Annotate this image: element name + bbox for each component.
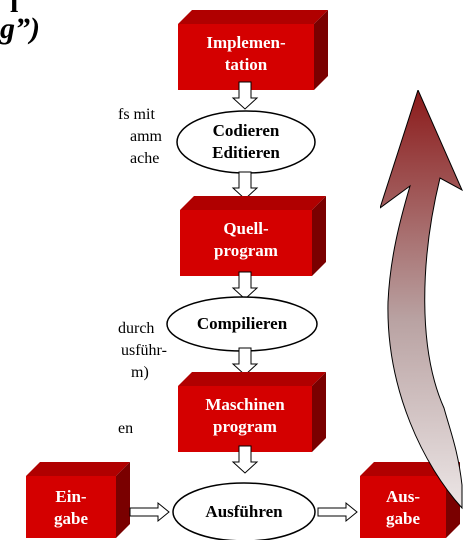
maschinenprogram-label-line1: Maschinen [205,395,285,414]
compilieren-ellipse: Compilieren [166,296,318,352]
down-arrow-3 [231,271,259,300]
slide-title-fragment-1: l [10,0,19,19]
right-arrow-output [317,501,358,523]
down-arrow-5 [231,445,259,474]
eingabe-box: Ein- gabe [26,462,130,538]
eingabe-label-line1: Ein- [55,487,87,506]
down-arrow-4 [231,347,259,376]
body-text-line: en [118,420,134,437]
down-arrow-1 [231,81,259,110]
body-text-line: usführ- [121,342,167,359]
body-text-line: durch [118,320,155,337]
eingabe-label-line2: gabe [54,509,88,528]
implementation-label-line2: tation [224,55,268,74]
quellprogram-label-line2: program [214,241,278,260]
body-text-line: fs mit [118,106,155,123]
slide-title-fragment-2: g”) [0,12,40,45]
quellprogram-box: Quell- program [180,196,326,276]
ausfuehren-ellipse: Ausführen [172,480,316,540]
quellprogram-label-line1: Quell- [223,219,269,238]
body-text-line: ache [130,150,160,167]
maschinenprogram-box: Maschinen program [178,372,326,452]
body-text-line: m) [131,364,149,381]
implementation-box: Implemen- tation [178,10,328,90]
curved-return-arrow [379,88,466,535]
codieren-ellipse: Codieren Editieren [176,110,316,174]
down-arrow-2 [231,171,259,200]
body-text-line: amm [130,128,162,145]
ausfuehren-label: Ausführen [205,502,283,521]
right-arrow-input [129,501,170,523]
compilieren-label: Compilieren [196,314,288,333]
ausgabe-label-line2: gabe [386,509,420,528]
ausgabe-label-line1: Aus- [385,487,420,506]
codieren-label-line1: Codieren [212,121,280,140]
codieren-label-line2: Editieren [212,143,280,162]
maschinenprogram-label-line2: program [213,417,277,436]
implementation-label-line1: Implemen- [206,33,286,52]
